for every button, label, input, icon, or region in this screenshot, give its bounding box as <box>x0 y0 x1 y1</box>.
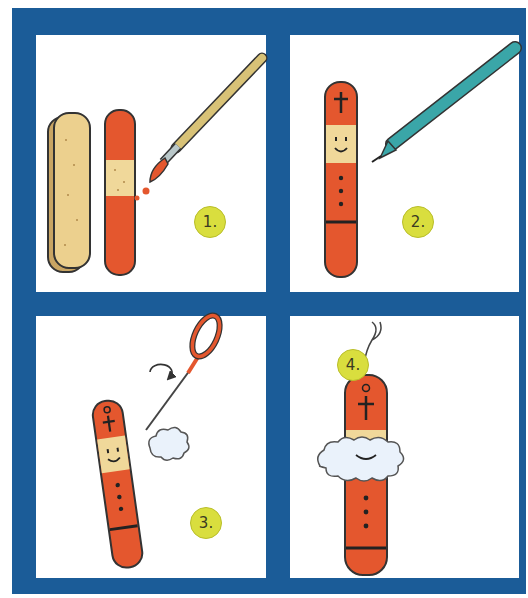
step-number: 3. <box>190 507 222 539</box>
drawing-part <box>364 496 369 501</box>
drawing-part <box>176 58 262 148</box>
drawing-part <box>105 110 135 275</box>
drawing-part <box>119 506 124 511</box>
skewer-tool <box>146 311 225 430</box>
drawing-part <box>318 437 404 481</box>
drawing-part <box>110 526 138 530</box>
panel <box>290 316 519 578</box>
drawing-part <box>339 176 343 180</box>
drawing-part <box>372 156 381 162</box>
sinterklaas-stick <box>325 82 357 277</box>
plain-stick <box>48 113 90 272</box>
drawing-part <box>117 494 122 499</box>
drawing-part <box>150 364 172 377</box>
drawing-part <box>358 403 374 406</box>
drawing-part <box>325 82 357 277</box>
drawing-part <box>114 169 116 171</box>
felt-pen <box>372 48 515 162</box>
drawing-part <box>188 357 198 373</box>
sinterklaas-ornament <box>318 322 404 575</box>
drawing-part <box>363 385 370 392</box>
drawing-part <box>326 125 356 163</box>
drawing-part <box>54 113 90 268</box>
drawing-part <box>392 48 515 144</box>
drawing-part <box>114 169 125 191</box>
drawing-part <box>340 92 343 113</box>
drawing-part <box>123 181 125 183</box>
drawing-part <box>356 455 376 459</box>
drawing-part <box>104 406 111 413</box>
panel <box>36 35 266 292</box>
drawing-part <box>76 219 78 221</box>
drawing-part <box>97 436 129 474</box>
step-number: 2. <box>402 206 434 238</box>
step-number: 1. <box>194 206 226 238</box>
drawing-part <box>339 202 343 206</box>
step-label: 1. <box>203 215 217 230</box>
drawing-part <box>392 48 515 144</box>
painted-stick <box>105 110 135 275</box>
panel <box>290 35 519 292</box>
drawing-part <box>65 139 67 141</box>
sinterklaas-stick <box>91 399 144 570</box>
step-number: 4. <box>337 349 369 381</box>
drawing-part <box>326 221 356 224</box>
drawing-part <box>143 188 150 195</box>
drawing-part <box>146 370 190 430</box>
drawing-part <box>365 396 368 420</box>
drawing-part <box>187 311 226 360</box>
drawing-part <box>117 189 119 191</box>
drawing-part <box>91 399 144 570</box>
drawing-part <box>364 510 369 515</box>
drawing-part <box>117 448 120 452</box>
drawing-part <box>150 158 168 182</box>
drawing-part <box>115 483 120 488</box>
drawing-part <box>187 311 226 360</box>
drawing-part <box>346 547 386 550</box>
drawing-part <box>380 141 396 158</box>
drawing-part <box>335 148 347 152</box>
paint-brush <box>135 58 263 201</box>
drawing-part <box>345 137 347 141</box>
drawing-part <box>103 421 115 423</box>
drawing-part <box>108 458 120 463</box>
cotton-wool <box>149 427 189 460</box>
frame <box>12 8 526 594</box>
step-label: 2. <box>411 215 425 230</box>
drawing-part <box>176 58 262 148</box>
drawing-part <box>67 194 69 196</box>
drawing-part <box>339 189 343 193</box>
drawing-part <box>364 524 369 529</box>
step-label: 3. <box>199 516 213 531</box>
drawing-part <box>108 416 110 432</box>
drawing-part <box>73 164 75 166</box>
drawing-part <box>107 449 110 453</box>
panel <box>36 316 266 578</box>
drawing-part <box>64 139 78 246</box>
drawing-part <box>335 137 337 141</box>
drawing-part <box>106 160 134 196</box>
drawing-part <box>135 196 140 201</box>
drawing-part <box>64 244 66 246</box>
drawing-part <box>334 98 348 101</box>
step-label: 4. <box>346 358 360 373</box>
